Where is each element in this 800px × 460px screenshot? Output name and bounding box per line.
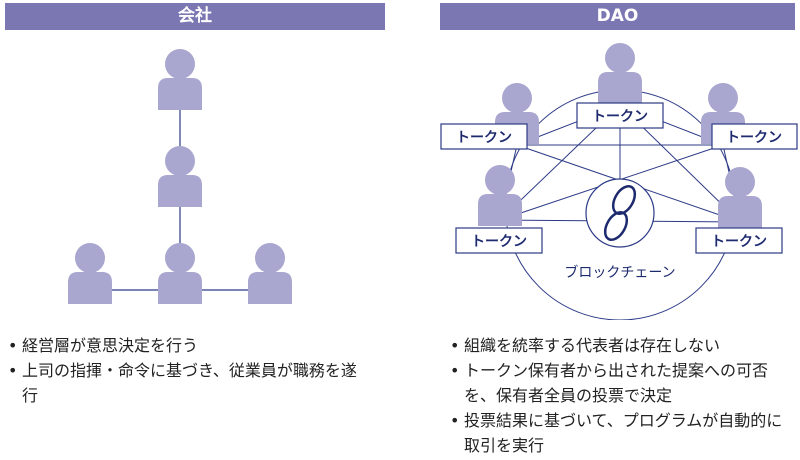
diagram: トークン トークン トークン トークン トークン ブロックチェーン (68, 43, 798, 320)
token-box (440, 123, 528, 150)
person-icon (68, 243, 112, 304)
person-icon (598, 43, 642, 104)
person-icon (718, 167, 762, 228)
blockchain-icon (585, 178, 655, 248)
dao-bullets: 組織を統率する代表者は存在しない トークン保有者から出された提案への可否を、保有… (450, 333, 795, 458)
bullet: 組織を統率する代表者は存在しない (450, 333, 795, 358)
person-icon (158, 243, 202, 304)
person-icon (248, 243, 292, 304)
token-label: トークン (711, 234, 767, 250)
token-box (695, 227, 783, 254)
token-label: トークン (726, 130, 782, 146)
bullet: 上司の指揮・命令に基づき、従業員が職務を遂行 (8, 358, 368, 408)
token-label: トークン (456, 130, 512, 146)
company-bullets: 経営層が意思決定を行う 上司の指揮・命令に基づき、従業員が職務を遂行 (8, 333, 368, 408)
dao-header: DAO (440, 3, 795, 30)
person-icon (478, 165, 522, 226)
person-icon (158, 146, 202, 207)
token-box (576, 102, 664, 129)
blockchain-label: ブロックチェーン (564, 264, 675, 281)
token-label: トークン (592, 109, 648, 125)
bullet: 経営層が意思決定を行う (8, 333, 368, 358)
person-icon (158, 49, 202, 110)
bullet: 投票結果に基づいて、プログラムが自動的に取引を実行 (450, 408, 795, 458)
bullet: トークン保有者から出された提案への可否を、保有者全員の投票で決定 (450, 358, 795, 408)
company-header: 会社 (5, 3, 385, 30)
token-box (455, 227, 543, 254)
token-label: トークン (471, 234, 527, 250)
token-box (711, 123, 798, 150)
